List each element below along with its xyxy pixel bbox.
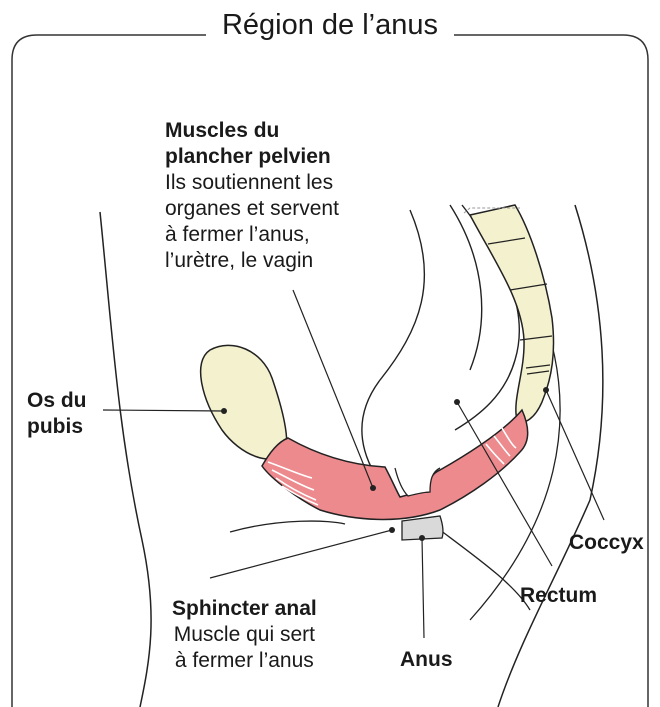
rectum-label: Rectum bbox=[520, 583, 597, 609]
sphincter-desc-1: Muscle qui sert bbox=[172, 622, 317, 648]
buttock-fold bbox=[230, 521, 345, 532]
body-outline-front bbox=[100, 212, 151, 707]
pubis-line2: pubis bbox=[27, 414, 87, 440]
sphincter-name: Sphincter anal bbox=[172, 596, 317, 622]
coccyx-bone bbox=[470, 205, 554, 422]
rectum-outline-inner bbox=[450, 205, 482, 370]
pelvic-floor-desc-1: Ils soutiennent les bbox=[165, 170, 339, 196]
pelvic-floor-muscle bbox=[262, 410, 528, 519]
title-text: Région de l’anus bbox=[206, 9, 454, 41]
rectum-outline-outer bbox=[362, 210, 425, 495]
sphincter-label: Sphincter anal Muscle qui sert à fermer … bbox=[172, 596, 317, 674]
pelvic-floor-name-line2: plancher pelvien bbox=[165, 144, 339, 170]
sphincter-desc-2: à fermer l’anus bbox=[172, 648, 317, 674]
pelvic-floor-desc-4: l’urètre, le vagin bbox=[165, 248, 339, 274]
pelvic-floor-desc-3: à fermer l’anus, bbox=[165, 222, 339, 248]
page-title: Région de l’anus bbox=[0, 6, 660, 44]
coccyx-label: Coccyx bbox=[569, 530, 644, 556]
pelvic-floor-desc-2: organes et servent bbox=[165, 196, 339, 222]
pelvic-floor-name-line1: Muscles du bbox=[165, 118, 339, 144]
perineum-fold bbox=[440, 530, 530, 610]
pubis-label: Os du pubis bbox=[27, 388, 87, 440]
anus-label: Anus bbox=[400, 647, 453, 673]
pelvic-floor-label: Muscles du plancher pelvien Ils soutienn… bbox=[165, 118, 339, 274]
pubis-line1: Os du bbox=[27, 388, 87, 414]
pubic-bone bbox=[201, 345, 287, 459]
